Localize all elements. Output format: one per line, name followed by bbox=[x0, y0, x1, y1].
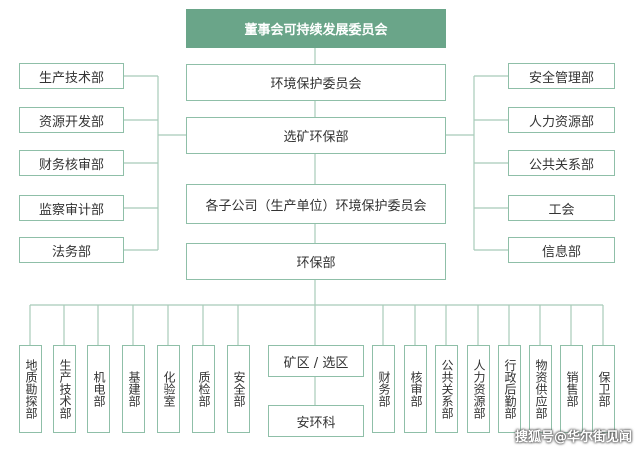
left-dept: 财务核审部 bbox=[19, 150, 124, 176]
bottom-unit: 财务部 bbox=[372, 345, 395, 433]
right-dept: 安全管理部 bbox=[508, 63, 615, 89]
source-watermark: 搜狐号@华尔街见闻 bbox=[514, 430, 632, 445]
safety-env-section-box: 安环科 bbox=[268, 405, 364, 437]
bottom-unit: 安全部 bbox=[227, 345, 250, 433]
environmental-protection-committee: 环境保护委员会 bbox=[186, 64, 446, 101]
bottom-unit: 人力资源部 bbox=[467, 345, 490, 433]
bottom-unit: 生产技术部 bbox=[53, 345, 76, 433]
env-protection-dept: 环保部 bbox=[186, 243, 446, 280]
bottom-unit: 基建部 bbox=[122, 345, 145, 433]
bottom-unit: 公共关系部 bbox=[435, 345, 458, 433]
left-dept: 法务部 bbox=[19, 237, 124, 263]
left-dept: 监察审计部 bbox=[19, 195, 124, 221]
left-dept: 资源开发部 bbox=[19, 107, 124, 133]
subsidiary-env-committee: 各子公司（生产单位）环境保护委员会 bbox=[186, 184, 446, 224]
bottom-unit: 核审部 bbox=[404, 345, 427, 433]
bottom-unit: 质检部 bbox=[192, 345, 215, 433]
right-dept: 工会 bbox=[508, 195, 615, 221]
board-sustainability-committee: 董事会可持续发展委员会 bbox=[186, 9, 446, 48]
bottom-unit: 化验室 bbox=[157, 345, 180, 433]
right-dept: 公共关系部 bbox=[508, 150, 615, 176]
mineral-processing-env-dept: 选矿环保部 bbox=[186, 117, 446, 154]
mine-area-box: 矿区 / 选区 bbox=[268, 345, 364, 377]
bottom-unit: 销售部 bbox=[560, 345, 583, 433]
bottom-unit: 物资供应部 bbox=[529, 345, 552, 433]
bottom-unit: 机电部 bbox=[87, 345, 110, 433]
left-dept: 生产技术部 bbox=[19, 63, 124, 89]
bottom-unit: 行政后勤部 bbox=[498, 345, 521, 433]
right-dept: 信息部 bbox=[508, 237, 615, 263]
bottom-unit: 地质勘探部 bbox=[19, 345, 42, 433]
right-dept: 人力资源部 bbox=[508, 107, 615, 133]
bottom-unit: 保卫部 bbox=[592, 345, 615, 433]
